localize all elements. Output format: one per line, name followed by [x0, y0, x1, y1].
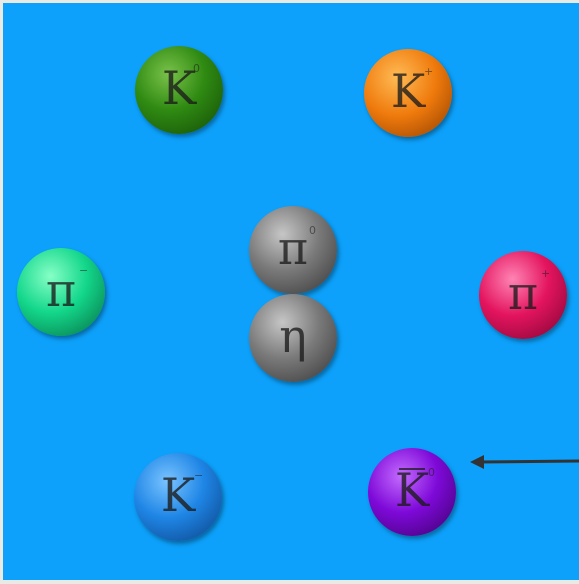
arrow-head: [470, 455, 484, 469]
arrow-shaft: [479, 461, 579, 462]
pointer-arrow: [3, 3, 579, 580]
diagram-canvas: K 0 K + π − π 0 η π + K − K 0: [3, 3, 579, 580]
